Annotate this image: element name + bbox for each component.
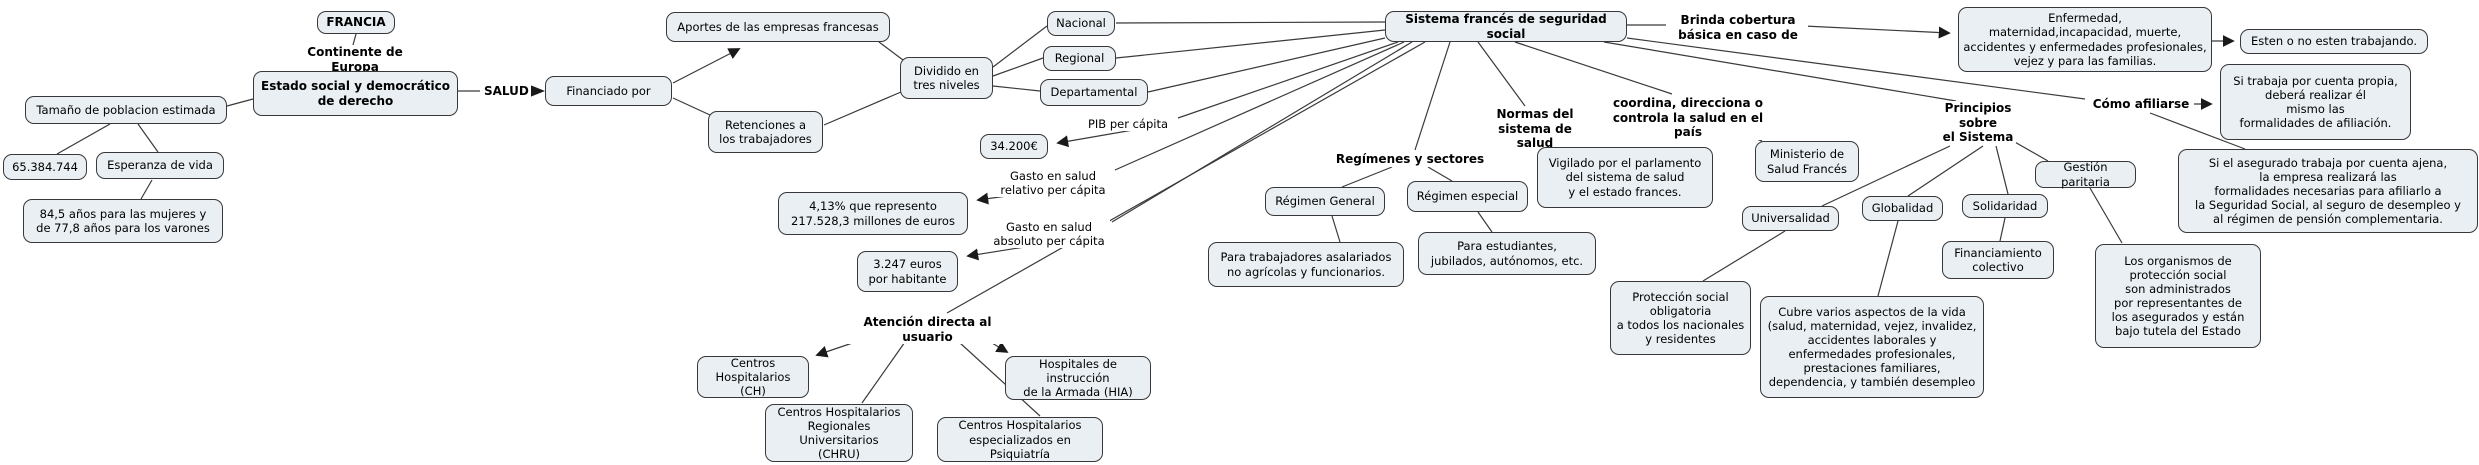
link-label-salud[interactable]: SALUD xyxy=(482,84,531,99)
link-label-gasto-absoluto[interactable]: Gasto en salud absoluto per cápita xyxy=(988,220,1110,249)
link-label-continente[interactable]: Continente de Europa xyxy=(283,45,427,75)
node-estudiantes-jubilados[interactable]: Para estudiantes, jubilados, autónomos, … xyxy=(1418,232,1596,275)
node-retenciones[interactable]: Retenciones a los trabajadores xyxy=(708,111,823,153)
node-esperanza-valor[interactable]: 84,5 años para las mujeres y de 77,8 año… xyxy=(23,199,223,243)
link-label-regimenes[interactable]: Regímenes y sectores xyxy=(1333,152,1487,167)
node-solidaridad[interactable]: Solidaridad xyxy=(1962,194,2048,218)
node-regimen-general[interactable]: Régimen General xyxy=(1265,187,1385,216)
node-esperanza-vida[interactable]: Esperanza de vida xyxy=(96,152,224,179)
node-dividido-niveles[interactable]: Dividido en tres niveles xyxy=(900,57,993,99)
node-universalidad[interactable]: Universalidad xyxy=(1742,206,1839,231)
link-label-atencion-directa[interactable]: Atención directa al usuario xyxy=(843,315,1012,345)
node-financiado-por[interactable]: Financiado por xyxy=(545,76,672,106)
node-pib-valor[interactable]: 34.200€ xyxy=(980,134,1048,159)
node-francia[interactable]: FRANCIA xyxy=(317,11,395,34)
link-label-como-afiliarse[interactable]: Cómo afiliarse xyxy=(2088,97,2194,112)
node-organismos-proteccion[interactable]: Los organismos de protección social son … xyxy=(2095,244,2261,348)
node-gestion-paritaria[interactable]: Gestión paritaria xyxy=(2035,160,2136,189)
node-hospitales-armada[interactable]: Hospitales de instrucción de la Armada (… xyxy=(1005,356,1151,400)
node-cuenta-propia[interactable]: Si trabaja por cuenta propia, deberá rea… xyxy=(2220,64,2411,140)
node-centros-hospitalarios[interactable]: Centros Hospitalarios (CH) xyxy=(697,356,809,398)
link-label-normas[interactable]: Normas del sistema de salud xyxy=(1481,107,1589,151)
link-label-principios[interactable]: Principios sobre el Sistema xyxy=(1940,101,2016,145)
node-gasto-relativo-valor[interactable]: 4,13% que represento 217.528,3 millones … xyxy=(778,192,968,235)
node-vigilado-parlamento[interactable]: Vigilado por el parlamento del sistema d… xyxy=(1537,147,1713,208)
node-proteccion-obligatoria[interactable]: Protección social obligatoria a todos lo… xyxy=(1610,281,1751,355)
link-label-coordina[interactable]: coordina, direcciona o controla la salud… xyxy=(1598,96,1778,140)
node-estado-social[interactable]: Estado social y democrático de derecho xyxy=(253,71,458,116)
node-gasto-absoluto-valor[interactable]: 3.247 euros por habitante xyxy=(857,251,958,292)
node-esten-trabajando[interactable]: Esten o no esten trabajando. xyxy=(2240,29,2428,54)
node-nivel-departamental[interactable]: Departamental xyxy=(1040,79,1148,106)
node-trabajadores-asalariados[interactable]: Para trabajadores asalariados no agrícol… xyxy=(1208,242,1404,287)
node-chru[interactable]: Centros Hospitalarios Regionales Univers… xyxy=(765,404,913,462)
link-label-brinda-cobertura[interactable]: Brinda cobertura básica en caso de xyxy=(1668,13,1808,43)
node-poblacion-valor[interactable]: 65.384.744 xyxy=(3,154,87,180)
node-enfermedad-cobertura[interactable]: Enfermedad, maternidad,incapacidad, muer… xyxy=(1958,7,2212,72)
node-regimen-especial[interactable]: Régimen especial xyxy=(1407,181,1528,212)
node-globalidad[interactable]: Globalidad xyxy=(1862,196,1943,221)
node-tamano-poblacion[interactable]: Tamaño de poblacion estimada xyxy=(25,96,227,124)
node-nivel-regional[interactable]: Regional xyxy=(1043,46,1116,71)
link-label-pib-per-capita[interactable]: PIB per cápita xyxy=(1080,117,1176,132)
node-nivel-nacional[interactable]: Nacional xyxy=(1047,11,1115,36)
node-aportes-empresas[interactable]: Aportes de las empresas francesas xyxy=(666,12,890,42)
node-cubre-aspectos[interactable]: Cubre varios aspectos de la vida (salud,… xyxy=(1760,296,1984,398)
node-ministerio-salud[interactable]: Ministerio de Salud Francés xyxy=(1755,141,1859,182)
node-centros-psiquiatria[interactable]: Centros Hospitalarios especializados en … xyxy=(937,417,1103,462)
node-financiamiento-colectivo[interactable]: Financiamiento colectivo xyxy=(1942,241,2054,279)
node-sistema-frances[interactable]: Sistema francés de seguridad social xyxy=(1385,11,1627,42)
node-cuenta-ajena[interactable]: Si el asegurado trabaja por cuenta ajena… xyxy=(2178,149,2478,233)
link-label-gasto-relativo[interactable]: Gasto en salud relativo per cápita xyxy=(995,169,1111,198)
